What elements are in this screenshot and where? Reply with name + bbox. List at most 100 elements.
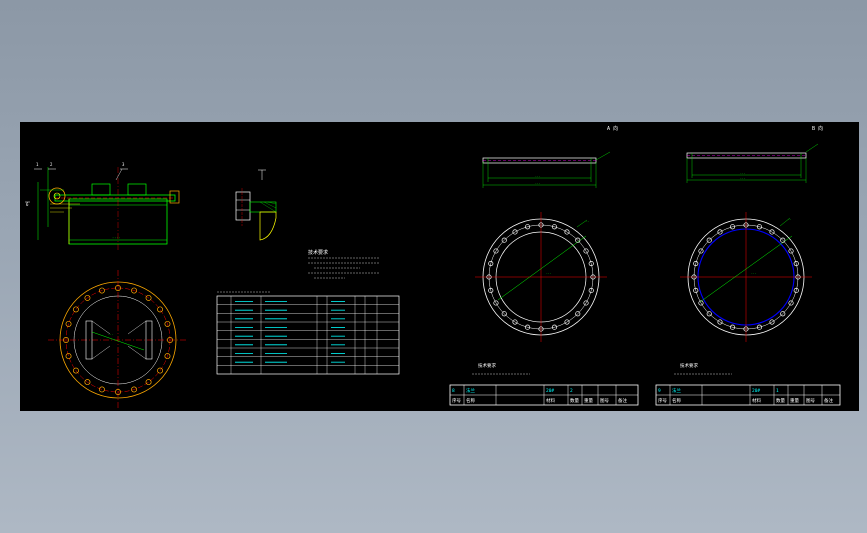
bolt-hole	[524, 324, 531, 330]
title-block-cell: 8	[452, 388, 455, 394]
bolt-hole	[488, 260, 494, 267]
right-notes-title: 技术要求	[680, 362, 698, 369]
flange-b-plan: ··· ··	[680, 212, 812, 342]
bolt-hole	[717, 319, 723, 325]
bolt-hole	[788, 300, 794, 306]
svg-text:···: ···	[751, 271, 757, 275]
bolt-hole	[743, 222, 749, 228]
title-block-cell: 备注	[824, 397, 833, 404]
bolt-hole	[538, 222, 544, 228]
bolt-hole	[706, 311, 712, 317]
bolt-hole	[590, 274, 596, 280]
bolt-hole	[698, 300, 704, 306]
parts-list-table	[216, 291, 400, 375]
view-b-label: B 向	[812, 125, 823, 132]
bolt-hole	[693, 287, 699, 294]
bolt-hole	[717, 229, 723, 235]
title-block-cell: 重量	[790, 397, 799, 404]
svg-text:···: ···	[535, 174, 541, 178]
title-block-cell: 1	[776, 388, 779, 394]
title-block-cell: 20#	[752, 388, 760, 394]
bolt-hole	[98, 287, 105, 294]
title-block-cell: 数量	[570, 397, 579, 404]
bolt-hole	[501, 237, 507, 243]
title-block-cell: 2	[570, 388, 573, 394]
cad-drawing: ···· 1 2 3 6 ···	[25, 125, 841, 410]
title-block-cell: 材料	[752, 397, 761, 404]
bolt-hole	[488, 287, 494, 294]
title-block-cell: 名称	[466, 397, 475, 404]
bolt-hole	[72, 367, 79, 374]
bolt-hole	[501, 311, 507, 317]
bolt-hole	[551, 324, 558, 330]
bolt-hole	[575, 311, 581, 317]
bolt-hole	[583, 248, 589, 254]
bolt-hole	[63, 337, 69, 343]
bolt-hole	[743, 326, 749, 332]
bolt-hole	[524, 224, 531, 230]
title-block-cell: 数量	[776, 397, 785, 404]
bolt-hole	[493, 300, 499, 306]
bolt-hole	[793, 260, 799, 267]
bolt-hole	[769, 229, 775, 235]
title-block-cell: 图号	[600, 398, 609, 404]
bolt-hole	[131, 386, 138, 393]
svg-text:···: ···	[546, 271, 552, 275]
bolt-hole	[98, 386, 105, 393]
manhole-elevation: ···· 1 2 3 6	[25, 162, 180, 250]
bolt-hole	[756, 324, 763, 330]
bolt-hole	[769, 319, 775, 325]
flange-b-elevation: B 向 ··· ···	[686, 125, 823, 183]
bolt-hole	[131, 287, 138, 294]
notes-title: 技术要求	[308, 249, 328, 256]
bolt-hole	[512, 229, 518, 235]
bolt-hole	[115, 389, 121, 395]
left-notes-title: 技术要求	[478, 362, 496, 369]
svg-text:6: 6	[26, 202, 29, 207]
technical-notes: 技术要求	[308, 249, 380, 279]
bolt-hole	[164, 320, 171, 327]
svg-text:2: 2	[50, 162, 53, 167]
bolt-hole	[84, 294, 91, 301]
title-block-cell: 序号	[452, 397, 461, 404]
cad-viewport[interactable]: ···· 1 2 3 6 ···	[20, 122, 859, 411]
bolt-hole	[164, 353, 171, 360]
title-block-cell: 法兰	[466, 387, 475, 394]
title-block-cell: 图号	[806, 398, 815, 404]
bolt-hole	[157, 367, 164, 374]
bolt-hole	[167, 337, 173, 343]
svg-text:···: ···	[108, 332, 114, 336]
bolt-hole	[538, 326, 544, 332]
bolt-hole	[486, 274, 492, 280]
bolt-hole	[698, 248, 704, 254]
bolt-hole	[706, 237, 712, 243]
svg-text:····: ····	[112, 236, 120, 240]
bolt-hole	[729, 224, 736, 230]
bolt-hole	[575, 237, 581, 243]
bolt-hole	[145, 379, 152, 386]
title-block-cell: 材料	[546, 397, 555, 404]
title-block-cell: 20#	[546, 388, 554, 394]
bolt-hole	[788, 248, 794, 254]
svg-text:···: ···	[740, 171, 746, 175]
view-a-label: A 向	[607, 125, 618, 132]
bolt-hole	[583, 300, 589, 306]
bolt-hole	[551, 224, 558, 230]
bolt-hole	[795, 274, 801, 280]
title-block-cell: 重量	[584, 397, 593, 404]
title-block-cell: 9	[658, 388, 661, 394]
bolt-hole	[157, 306, 164, 313]
bolt-hole	[493, 248, 499, 254]
bolt-hole	[756, 224, 763, 230]
bolt-hole	[512, 319, 518, 325]
bolt-hole	[588, 260, 594, 267]
flange-a-elevation: A 向 ··· ···	[482, 125, 618, 188]
bolt-hole	[65, 353, 72, 360]
bolt-hole	[691, 274, 697, 280]
bolt-hole	[115, 285, 121, 291]
bolt-hole	[793, 287, 799, 294]
title-block-cell: 名称	[672, 397, 681, 404]
manhole-plan-view: ···	[48, 270, 188, 410]
